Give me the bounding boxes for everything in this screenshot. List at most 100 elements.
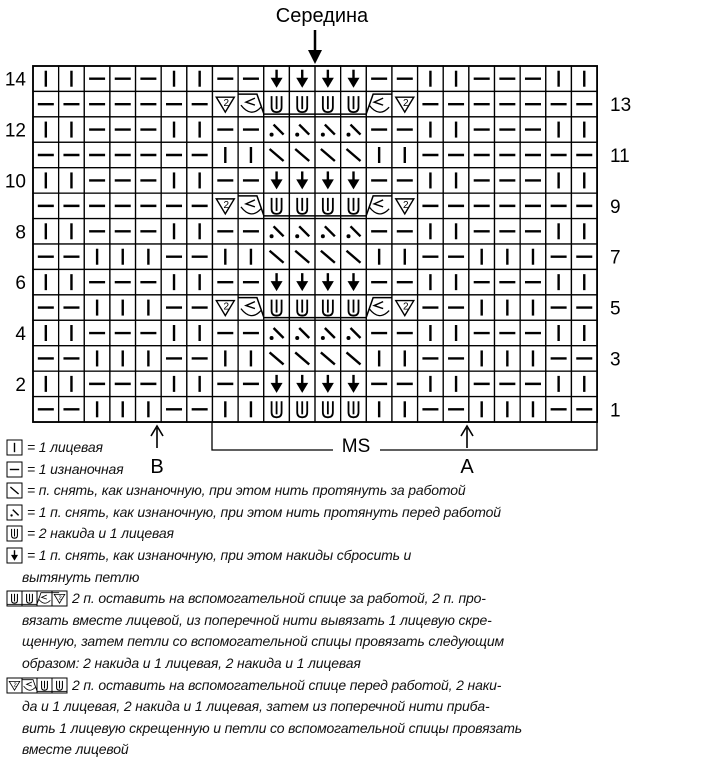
stitch-knit [519,395,547,423]
stitch-purl [493,90,521,118]
stitch-purl [186,141,214,169]
stitch-purl [32,294,60,321]
stitch-two-yo-knit-cable [340,294,367,321]
svg-text:2: 2 [13,682,16,688]
stitch-knit [83,345,111,372]
stitch-purl [160,192,188,220]
stitch-knit [442,167,470,194]
stitch-knit [570,319,598,347]
stitch-purl [468,192,496,220]
stitch-purl [211,217,239,245]
stitch-purl [109,268,137,296]
marker-a-label: A [460,456,474,478]
stitch-purl [468,370,496,398]
stitch-purl [468,268,496,296]
stitch-knit [186,116,214,143]
stitch-purl [391,167,419,194]
stitch-slip-yarn-back [340,141,367,169]
stitch-purl [57,345,85,372]
legend-symbol-icon [6,525,23,542]
stitch-purl [83,370,111,398]
stitch-knit [468,243,496,271]
stitch-knit [32,217,60,245]
stitch-purl [545,243,573,271]
stitch-slip-yarn-back [263,243,291,271]
stitch-twisted-increase: 2 [391,192,419,220]
stitch-purl [211,167,239,194]
stitch-slip-drop-yo [263,167,291,194]
stitch-knit [442,65,470,93]
stitch-purl [365,217,393,245]
stitch-knit [57,116,85,143]
stitch-two-yo-knit-cable [340,90,367,118]
stitch-purl [83,192,111,220]
stitch-slip-yarn-back [288,345,316,372]
stitch-purl [365,65,393,93]
stitch-purl [545,192,573,220]
legend-symbol-icon [6,482,23,499]
stitch-purl [493,116,521,143]
stitch-purl [442,345,470,372]
stitch-purl [493,370,521,398]
stitch-slip-drop-yo [314,268,342,296]
stitch-slip-drop-yo [314,65,342,93]
chart-row [32,217,598,245]
stitch-purl [416,90,444,118]
chart-row [32,370,598,398]
stitch-knit [391,395,419,423]
stitch-slip-yarn-front [340,116,367,143]
stitch-purl [468,116,496,143]
stitch-slip-drop-yo [340,370,367,398]
stitch-two-yo-knit-cable [288,90,316,118]
stitch-purl [468,319,496,347]
stitch-purl [186,90,214,118]
stitch-slip-yarn-front [340,319,367,347]
stitch-knit [186,217,214,245]
stitch-purl [57,294,85,321]
stitch-slip-yarn-front [263,116,291,143]
stitch-knit [519,294,547,321]
stitch-purl [83,268,111,296]
stitch-two-yo-knit-cable [263,90,291,118]
stitch-knit [57,65,85,93]
row-number-left: 6 [15,273,26,294]
stitch-knit [186,65,214,93]
stitch-purl [83,167,111,194]
stitch-purl [109,217,137,245]
stitch-knit [32,370,60,398]
stitch-purl [237,370,265,398]
stitch-twisted-increase: 2 [211,90,239,118]
chart-row [32,141,598,169]
stitch-knit [160,217,188,245]
ms-label: MS [342,436,371,457]
stitch-slip-yarn-front [288,319,316,347]
legend-symbol-icon [6,504,23,521]
stitch-purl [186,345,214,372]
stitch-two-yo-knit [314,395,342,423]
stitch-two-yo-knit [288,395,316,423]
marker-b-label: B [150,456,163,478]
stitch-knit [468,294,496,321]
stitch-purl [160,90,188,118]
stitch-knit [365,243,393,271]
svg-text:2: 2 [403,302,409,313]
legend-text: = 1 п. снять, как изнаночную, при этом н… [27,503,501,520]
stitch-purl [237,217,265,245]
stitch-slip-yarn-back [314,141,342,169]
stitch-slip-yarn-back [263,345,291,372]
legend-symbol-icon [6,461,23,478]
stitch-knit [211,243,239,271]
stitch-knit [442,319,470,347]
svg-text:2: 2 [403,98,409,109]
stitch-purl [545,90,573,118]
stitch-slip-drop-yo [263,268,291,296]
stitch-knit [109,294,137,321]
legend-text: = 1 п. снять, как изнаночную, при этом н… [27,547,412,563]
stitch-slip-drop-yo [288,370,316,398]
chart-row [32,243,598,271]
stitch-slip-drop-yo [340,167,367,194]
stitch-two-yo-knit-cable [340,192,367,220]
legend-symbol-icon: 2 [6,677,68,694]
stitch-knit [442,217,470,245]
stitch-knit [570,268,598,296]
